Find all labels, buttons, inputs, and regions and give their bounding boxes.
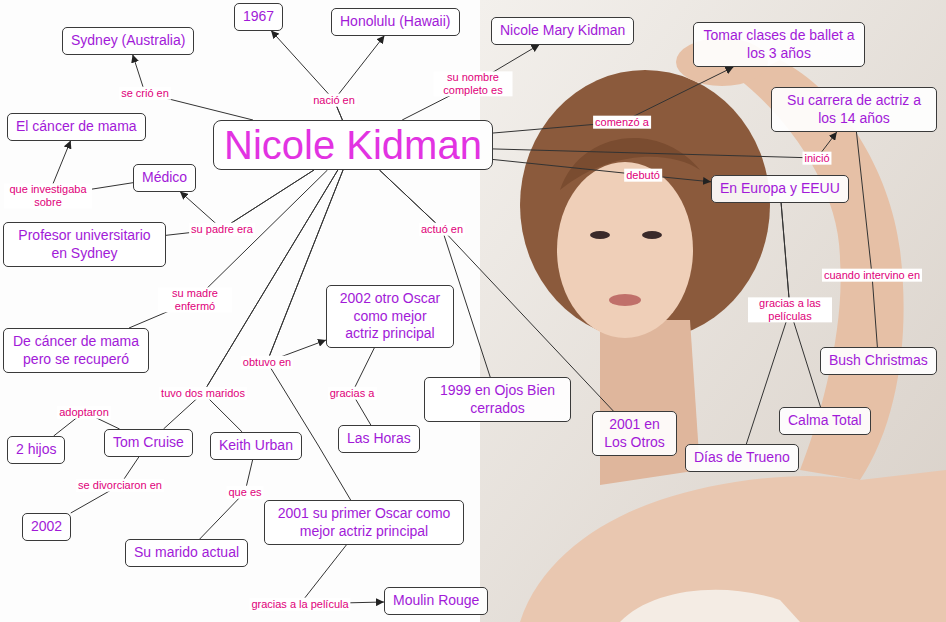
concept-box: En Europa y EEUU	[711, 175, 849, 203]
connector	[300, 545, 384, 604]
link-label: gracias a	[328, 387, 377, 400]
concept-text: 1999 en Ojos Bien cerrados	[433, 382, 562, 417]
concept-text: Nicole Mary Kidman	[500, 22, 625, 40]
concept-text: Las Horas	[347, 430, 411, 448]
link-label: se divorciaron en	[76, 479, 164, 492]
concept-box: 1967	[234, 3, 283, 31]
central-concept: Nicole Kidman	[213, 120, 493, 170]
link-label: debutó	[624, 169, 662, 182]
concept-box: De cáncer de mama pero se recuperó	[3, 328, 149, 373]
connector	[856, 132, 877, 347]
concept-box: 2002	[22, 513, 71, 541]
concept-box: 2002 otro Oscar como mejor actriz princi…	[326, 285, 454, 348]
link-label: su nombre completo es	[434, 71, 513, 96]
concept-text: De cáncer de mama pero se recuperó	[12, 333, 140, 368]
concept-text: Profesor universitario en Sydney	[12, 227, 157, 262]
link-label: gracias a la película	[249, 598, 350, 611]
concept-box: Su carrera de actriz a los 14 años	[771, 87, 937, 132]
concept-text: Médico	[142, 169, 187, 187]
concept-text: 2 hijos	[16, 441, 56, 459]
concept-text: 2001 su primer Oscar como mejor actriz p…	[273, 505, 455, 540]
concept-box: 2 hijos	[7, 436, 65, 464]
connector	[493, 67, 734, 133]
eye	[590, 231, 610, 239]
connector	[180, 170, 314, 229]
concept-text: Bush Christmas	[829, 352, 928, 370]
concept-text: Nicole Kidman	[224, 123, 482, 167]
concept-box: Calma Total	[779, 407, 871, 435]
link-label: tuvo dos maridos	[159, 387, 247, 400]
concept-text: El cáncer de mama	[16, 118, 137, 136]
concept-box: Médico	[133, 164, 196, 192]
photo-ground	[480, 0, 946, 622]
link-label: se crió en	[119, 87, 171, 100]
concept-text: Tomar clases de ballet a los 3 años	[702, 27, 856, 62]
shoulders	[520, 470, 946, 622]
concept-text: Calma Total	[788, 412, 862, 430]
link-label: cuando intervino en	[822, 269, 922, 282]
face	[557, 162, 693, 338]
concept-text: 2002 otro Oscar como mejor actriz princi…	[335, 290, 445, 343]
concept-text: 2001 en Los Otros	[601, 416, 668, 451]
concept-box: El cáncer de mama	[7, 113, 146, 141]
link-label: actuó en	[419, 223, 465, 236]
connector	[200, 460, 253, 540]
eye	[642, 231, 662, 239]
connector	[493, 159, 711, 181]
link-label: gracias a las películas	[748, 297, 832, 322]
link-label: que investigaba sobre	[4, 183, 92, 208]
concept-text: Sydney (Australia)	[71, 32, 185, 50]
concept-text: Su marido actual	[134, 544, 239, 562]
connector	[493, 132, 837, 158]
lips	[609, 294, 641, 306]
concept-box: Keith Urban	[210, 432, 302, 460]
concept-box: Profesor universitario en Sydney	[3, 222, 166, 267]
concept-text: Honolulu (Hawaii)	[340, 13, 451, 31]
concept-text: Keith Urban	[219, 437, 293, 455]
link-label: inició	[802, 152, 831, 165]
concept-box: Moulin Rouge	[384, 587, 488, 615]
concept-box: Sydney (Australia)	[62, 27, 194, 55]
concept-box: Honolulu (Hawaii)	[331, 8, 460, 36]
link-label: nació en	[311, 94, 357, 107]
concept-text: En Europa y EEUU	[720, 180, 840, 198]
concept-box: Tomar clases de ballet a los 3 años	[693, 22, 865, 67]
concept-text: Moulin Rouge	[393, 592, 479, 610]
link-label: que es	[226, 486, 263, 499]
link-label: adoptaron	[57, 406, 111, 419]
connector	[334, 36, 384, 121]
concept-box: Las Horas	[338, 425, 420, 453]
concept-box: Su marido actual	[125, 539, 248, 567]
concept-box: Tom Cruise	[104, 429, 193, 457]
link-label: su padre era	[189, 223, 255, 236]
concept-box: 1999 en Ojos Bien cerrados	[424, 377, 571, 422]
concept-box: 2001 su primer Oscar como mejor actriz p…	[264, 500, 464, 545]
link-label: su madre enfermó	[158, 287, 232, 312]
hair-fringe	[560, 138, 700, 190]
concept-box: Días de Trueno	[685, 444, 799, 472]
concept-text: 1967	[243, 8, 274, 26]
concept-box: 2001 en Los Otros	[592, 411, 677, 456]
connector	[402, 45, 539, 121]
concept-text: 2002	[31, 518, 62, 536]
link-label: comenzó a	[593, 116, 651, 129]
concept-box: Nicole Mary Kidman	[491, 17, 634, 45]
connector	[271, 31, 342, 121]
garment	[620, 590, 800, 622]
concept-text: Tom Cruise	[113, 434, 184, 452]
link-label: obtuvo en	[241, 356, 293, 369]
concept-text: Días de Trueno	[694, 449, 790, 467]
concept-box: Bush Christmas	[820, 347, 937, 375]
concept-text: Su carrera de actriz a los 14 años	[780, 92, 928, 127]
